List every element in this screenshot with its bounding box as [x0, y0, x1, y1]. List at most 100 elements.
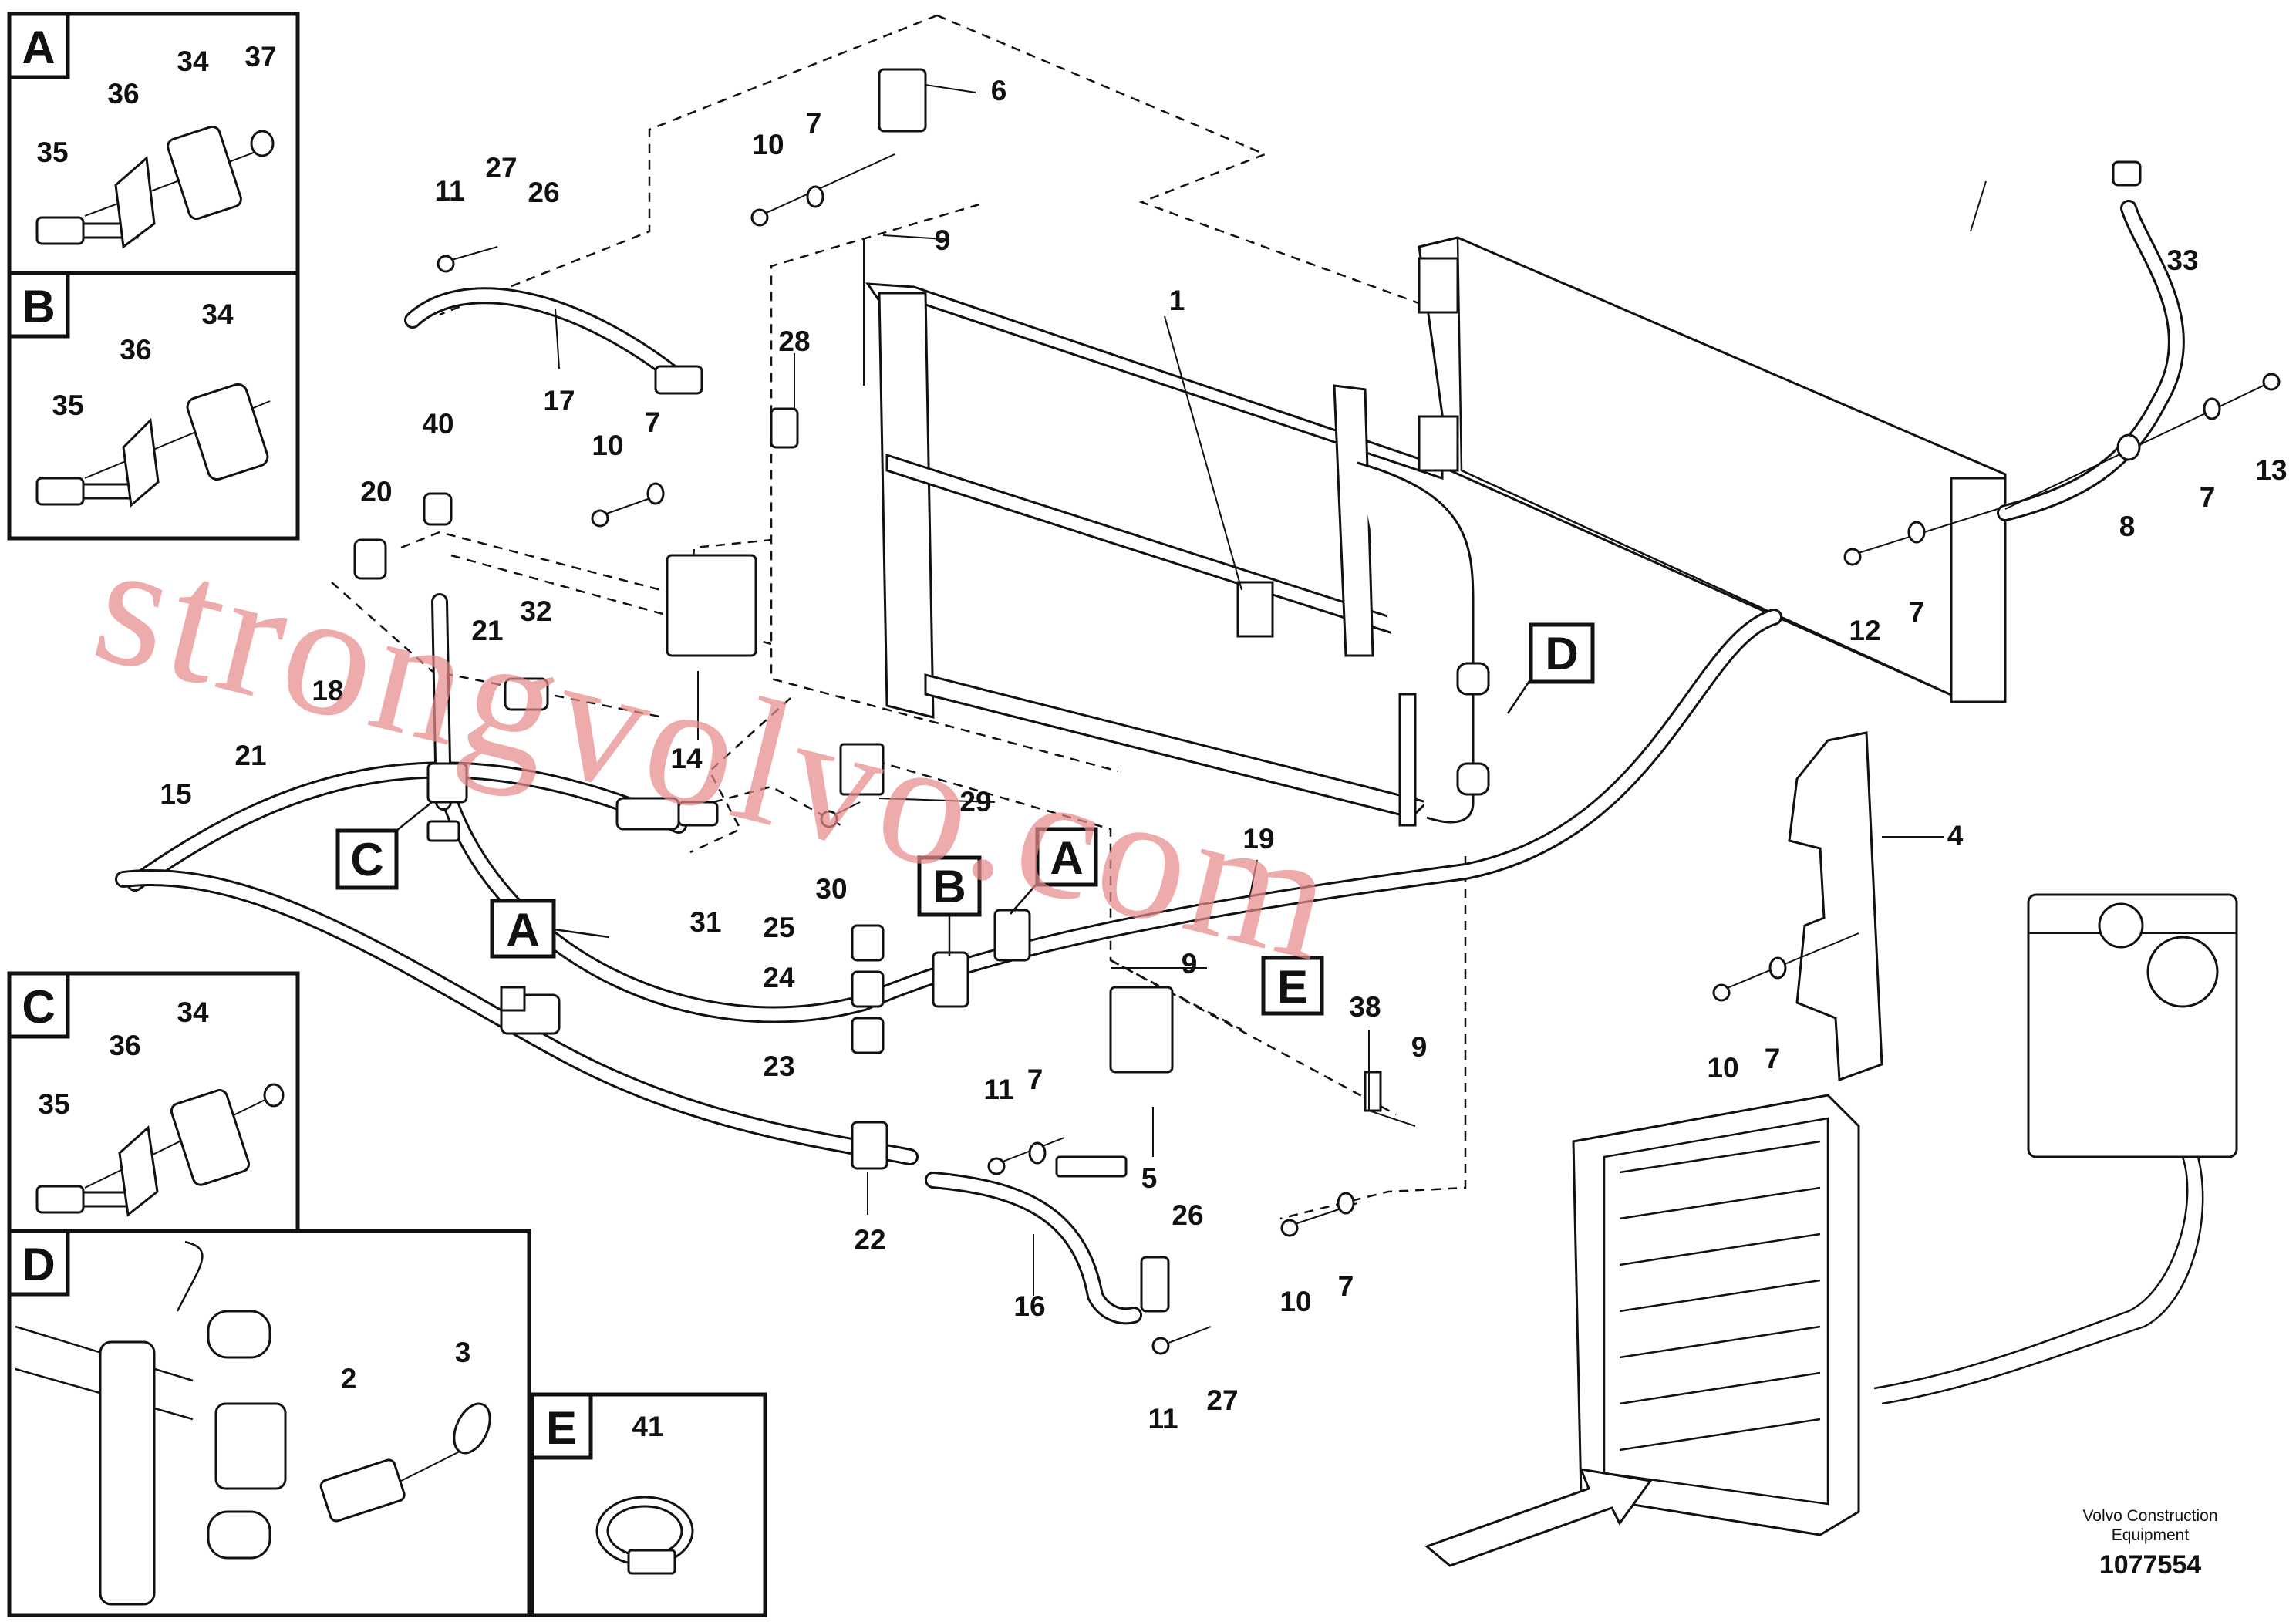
- drawing-footer: Volvo Construction Equipment 1077554: [2082, 1507, 2217, 1580]
- callout-31: 31: [689, 906, 721, 938]
- callout-21: 21: [234, 740, 266, 771]
- callout-27: 27: [485, 152, 517, 184]
- callout-38: 38: [1349, 991, 1381, 1023]
- callout-22: 22: [854, 1224, 885, 1256]
- detail-marker-b: B: [917, 855, 982, 956]
- callout-9: 9: [1182, 948, 1198, 980]
- strap-detail-e: [595, 1496, 694, 1575]
- clamp-assembly-c: [35, 1083, 285, 1217]
- cooler-core: [1418, 236, 2007, 703]
- callout-labels: 1 2 3 4 5 6 7 7 7 7 7 7 7 8 9 9 9 10 10 …: [36, 41, 2287, 1442]
- bracket-4: [1788, 731, 1883, 1082]
- fittings: [353, 68, 2142, 1313]
- callout-2: 2: [341, 1363, 357, 1394]
- inset-c-letter: C: [22, 981, 55, 1033]
- callout-34: 34: [177, 996, 209, 1028]
- callout-20: 20: [360, 476, 392, 508]
- inset-b-letter: B: [22, 281, 55, 332]
- callout-5: 5: [1141, 1162, 1158, 1194]
- callout-32: 32: [520, 595, 551, 627]
- callout-36: 36: [109, 1030, 140, 1061]
- callout-36: 36: [107, 78, 139, 110]
- callout-7: 7: [2200, 481, 2216, 513]
- callout-16: 16: [1013, 1290, 1045, 1322]
- callout-4: 4: [1947, 820, 1964, 851]
- callout-30: 30: [815, 873, 847, 905]
- callout-33: 33: [2166, 244, 2198, 276]
- bolts-and-washers: [437, 153, 2281, 1355]
- callout-26: 26: [1172, 1199, 1203, 1231]
- detail-marker-e: E: [1261, 956, 1324, 1016]
- svg-text:B: B: [932, 861, 966, 912]
- mounting-frame: [865, 282, 1490, 827]
- callout-19: 19: [1242, 823, 1274, 855]
- callout-12: 12: [1849, 615, 1880, 646]
- callout-35: 35: [52, 389, 83, 421]
- footer-company-line1: Volvo Construction: [2082, 1507, 2217, 1525]
- callout-25: 25: [763, 912, 794, 943]
- callout-21: 21: [471, 615, 503, 646]
- callout-10: 10: [1279, 1286, 1311, 1317]
- callout-10: 10: [752, 129, 784, 160]
- svg-text:C: C: [350, 834, 383, 885]
- callout-10: 10: [1707, 1052, 1738, 1084]
- callout-11: 11: [1148, 1403, 1178, 1435]
- callout-9: 9: [1411, 1031, 1428, 1063]
- detail-marker-a-1: A: [1010, 827, 1098, 915]
- inset-e-letter: E: [546, 1402, 577, 1454]
- callout-35: 35: [38, 1088, 69, 1120]
- callout-27: 27: [1206, 1384, 1238, 1416]
- callout-9: 9: [935, 224, 951, 256]
- callout-7: 7: [1338, 1270, 1354, 1302]
- footer-company-line2: Equipment: [2112, 1526, 2190, 1544]
- callout-1: 1: [1169, 285, 1185, 316]
- svg-text:A: A: [1050, 832, 1083, 884]
- svg-text:D: D: [1545, 628, 1578, 679]
- callout-35: 35: [36, 137, 68, 168]
- callout-7: 7: [645, 406, 661, 438]
- callout-41: 41: [632, 1411, 663, 1442]
- hoses: [115, 200, 2185, 1325]
- callout-37: 37: [244, 41, 276, 73]
- drawing-number: 1077554: [2099, 1550, 2201, 1580]
- detail-marker-c: C: [335, 801, 433, 890]
- clamp-assembly-a: [35, 125, 275, 249]
- inset-d-letter: D: [22, 1239, 55, 1290]
- callout-34: 34: [177, 46, 209, 77]
- svg-text:E: E: [1277, 961, 1308, 1013]
- callout-7: 7: [1027, 1064, 1043, 1095]
- inset-b-badge: [7, 271, 70, 339]
- clamp-assembly-b: [35, 383, 271, 508]
- callout-23: 23: [763, 1050, 794, 1082]
- callout-28: 28: [778, 325, 810, 357]
- svg-text:A: A: [506, 904, 539, 956]
- detail-marker-d: D: [1506, 622, 1595, 714]
- inset-d-badge: [7, 1229, 70, 1297]
- callout-3: 3: [455, 1337, 471, 1368]
- callout-7: 7: [1909, 596, 1925, 628]
- callout-40: 40: [422, 408, 453, 440]
- callout-17: 17: [543, 385, 575, 416]
- inset-a-badge: [7, 12, 70, 79]
- callout-13: 13: [2255, 454, 2287, 486]
- callout-11: 11: [983, 1074, 1013, 1105]
- callout-leaders: [555, 84, 1987, 1296]
- inset-e-badge: [530, 1392, 593, 1460]
- callout-15: 15: [160, 778, 191, 810]
- inset-c-badge: [7, 971, 70, 1039]
- callout-26: 26: [528, 177, 559, 208]
- callout-8: 8: [2119, 511, 2136, 542]
- callout-29: 29: [959, 786, 991, 818]
- callout-24: 24: [763, 962, 795, 993]
- callout-7: 7: [1765, 1043, 1781, 1074]
- callout-10: 10: [592, 430, 623, 461]
- inset-a-letter: A: [22, 22, 55, 73]
- callout-34: 34: [201, 298, 234, 330]
- latch-detail-d: [15, 1240, 491, 1606]
- dashed-leader-lines: [331, 14, 1467, 1220]
- callout-6: 6: [991, 75, 1007, 106]
- detail-marker-a-2: A: [490, 899, 610, 959]
- callout-7: 7: [806, 107, 822, 139]
- machine-overview: [1424, 893, 2238, 1567]
